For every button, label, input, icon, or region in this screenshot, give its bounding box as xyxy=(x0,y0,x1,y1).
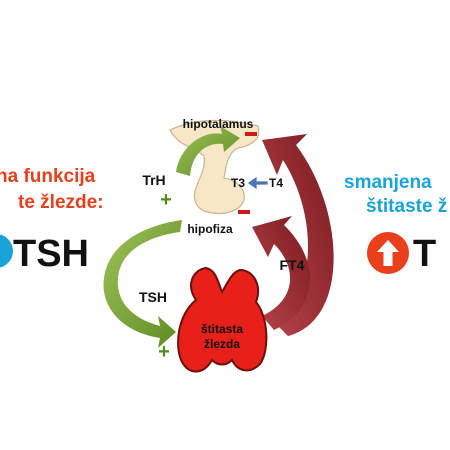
thyroid-label-line1: štitasta xyxy=(201,322,243,336)
tsh-stimulation-arrow xyxy=(103,220,182,348)
right-heading-line1: smanjena xyxy=(344,172,432,193)
ft4-feedback-arrow-pituitary xyxy=(252,216,310,330)
conversion-arrow-shape xyxy=(247,176,268,190)
left-indicator-badge xyxy=(0,234,13,268)
right-indicator-label: T xyxy=(413,233,436,275)
thyroid-label-line2: žlezda xyxy=(204,337,240,351)
right-heading-line2: štitaste ž xyxy=(366,196,447,217)
t4-label: T4 xyxy=(269,176,283,190)
pituitary-minus-sign xyxy=(238,210,250,214)
hypothalamus-label: hipotalamus xyxy=(183,117,254,131)
left-indicator-label: TSH xyxy=(13,233,89,275)
thyroid-gland-shape xyxy=(177,266,268,373)
ft4-label: FT4 xyxy=(280,257,305,273)
arrow-up-glyph xyxy=(377,240,399,266)
trh-stimulation-arrow xyxy=(176,126,240,176)
tsh-label: TSH xyxy=(139,289,167,305)
pituitary-label: hipofiza xyxy=(187,222,233,236)
left-heading-line2: te žlezde: xyxy=(18,192,104,213)
conversion-arrow-icon xyxy=(247,176,268,190)
tsh-plus-sign: + xyxy=(158,341,170,363)
arrow-up-icon xyxy=(367,232,409,274)
ft4-feedback-arrow-hypothalamus xyxy=(262,134,334,336)
trh-plus-sign: + xyxy=(160,189,172,211)
t3-label: T3 xyxy=(231,176,245,190)
left-heading-line1: na funkcija xyxy=(0,166,96,187)
hypothalamus-minus-sign xyxy=(245,132,257,136)
trh-label: TrH xyxy=(142,172,165,188)
